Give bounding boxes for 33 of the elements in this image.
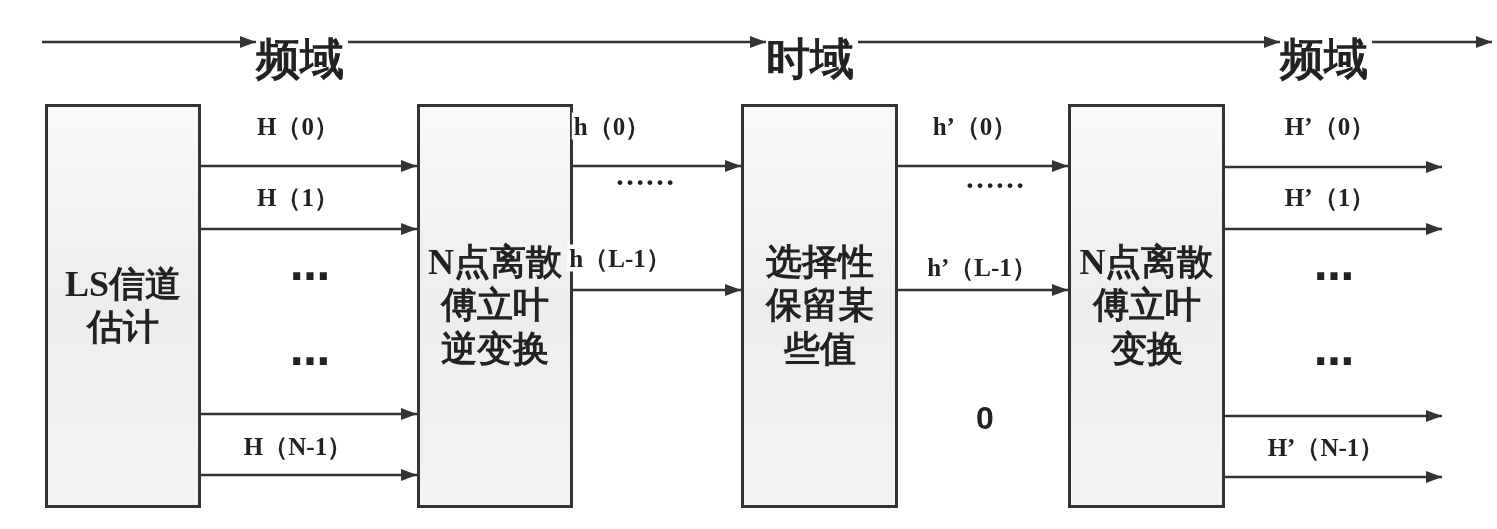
arrow [1225,223,1442,235]
arrow [1225,471,1442,483]
domain-label: 频域 [1280,36,1368,85]
process-box [45,104,201,508]
arrow [348,36,766,48]
process-label: LS信道估计 [63,262,182,349]
arrow [201,160,417,172]
arrow [201,469,417,481]
process-label: N点离散傅立叶变换 [1078,241,1215,371]
ellipsis: … [290,331,330,371]
value-label: 0 [976,402,994,434]
ellipsis: … [1314,246,1354,286]
arrow [898,160,1068,172]
arrow [858,36,1280,48]
ellipsis: …… [965,163,1025,193]
arrow [1372,36,1492,48]
process-box [1068,104,1225,508]
process-box [741,104,898,508]
arrow [573,160,741,172]
arrow [573,284,741,296]
arrow [42,36,256,48]
domain-label: 时域 [766,36,854,85]
arrow [201,408,417,420]
arrow [1225,410,1442,422]
domain-label: 频域 [256,36,344,85]
process-label: N点离散傅立叶逆变换 [427,241,563,371]
ellipsis: …… [615,160,675,190]
arrow [201,223,417,235]
ellipsis: … [1314,331,1354,371]
ellipsis: … [290,246,330,286]
process-label: 选择性保留某些值 [764,241,875,371]
arrow [1225,161,1442,173]
arrow [898,284,1068,296]
